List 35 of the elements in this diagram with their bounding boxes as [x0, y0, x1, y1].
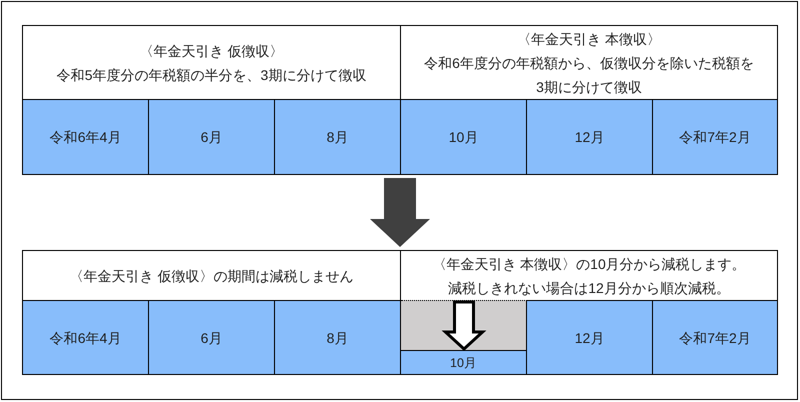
- heading: 〈年金天引き 本徴収〉: [517, 30, 661, 48]
- month-label: 10月: [448, 128, 478, 147]
- month-label: 12月: [574, 328, 604, 348]
- month-label: 6月: [200, 328, 222, 348]
- month-label: 12月: [574, 128, 604, 147]
- month-cell: [275, 99, 401, 174]
- note-text: 〈年金天引き 本徴収〉の10月分から減税します。: [432, 254, 746, 274]
- schedule-table: [22, 250, 778, 375]
- month-cell: [275, 300, 401, 374]
- note-text: 〈年金天引き 仮徴収〉の期間は減税しません: [70, 266, 354, 286]
- month-cell: [527, 99, 653, 174]
- month-cell: [527, 300, 653, 374]
- month-cell: [149, 99, 275, 174]
- month-label: 6月: [200, 128, 222, 147]
- month-label: 令和6年4月: [50, 128, 122, 147]
- note-text: 減税しきれない場合は12月分から順次減税。: [448, 278, 730, 298]
- month-cell: [23, 300, 149, 374]
- month-cell: [401, 99, 527, 174]
- month-label: 令和6年4月: [50, 328, 122, 348]
- schedule-table: [22, 25, 778, 175]
- outline-arrow: [442, 300, 486, 352]
- month-label: 令和7年2月: [679, 128, 751, 147]
- month-cell: [149, 300, 275, 374]
- month-label: 令和7年2月: [679, 328, 751, 348]
- block-arrow: [370, 178, 430, 247]
- month-cell: [653, 99, 777, 174]
- month-label: 10月: [450, 356, 477, 370]
- heading: 〈年金天引き 仮徴収〉: [140, 42, 284, 60]
- month-cell: [401, 351, 527, 374]
- description: 令和6年度分の年税額から、仮徴収分を除いた税額を3期に分けて徴収: [423, 54, 755, 96]
- month-label: 8月: [326, 328, 348, 348]
- description: 令和5年度分の年税額の半分を、3期に分けて徴収: [56, 66, 366, 84]
- month-label: 8月: [326, 128, 348, 147]
- month-cell: [653, 300, 777, 374]
- month-cell: [23, 99, 149, 174]
